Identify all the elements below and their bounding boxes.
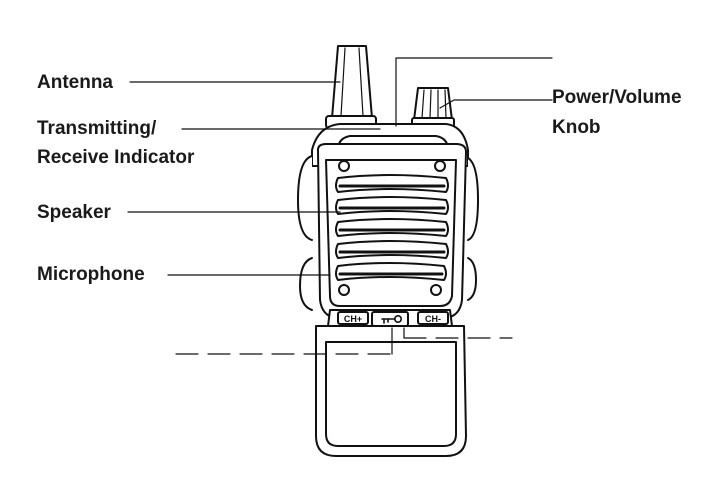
screw xyxy=(338,160,350,172)
battery-body xyxy=(315,325,467,457)
antenna-shape xyxy=(325,45,377,129)
screw xyxy=(434,160,446,172)
power-leader xyxy=(439,99,553,109)
ch-plus-button-shape xyxy=(337,311,369,325)
screw xyxy=(338,284,350,296)
antenna-label: Antenna xyxy=(37,72,113,93)
ch-minus-button-shape xyxy=(417,311,449,325)
knob-shape xyxy=(411,87,455,129)
microphone-label: Microphone xyxy=(37,264,145,285)
speaker-grille xyxy=(335,174,449,281)
screw xyxy=(430,284,442,296)
transmitting-label-line1: Transmitting/ xyxy=(37,118,157,139)
speaker-label: Speaker xyxy=(37,202,111,223)
key-icon xyxy=(381,314,402,324)
power-volume-label-line2: Knob xyxy=(552,117,601,138)
ch-plus-label: CH+ xyxy=(344,314,362,324)
side-button-upper xyxy=(297,155,313,241)
ch-minus-label: CH- xyxy=(425,314,441,324)
lock-leader xyxy=(395,57,553,127)
side-button-lower xyxy=(299,257,313,311)
power-volume-label-line1: Power/Volume xyxy=(552,87,682,108)
transmitting-label-line2: Receive Indicator xyxy=(37,147,195,168)
leader-lines xyxy=(127,57,553,355)
